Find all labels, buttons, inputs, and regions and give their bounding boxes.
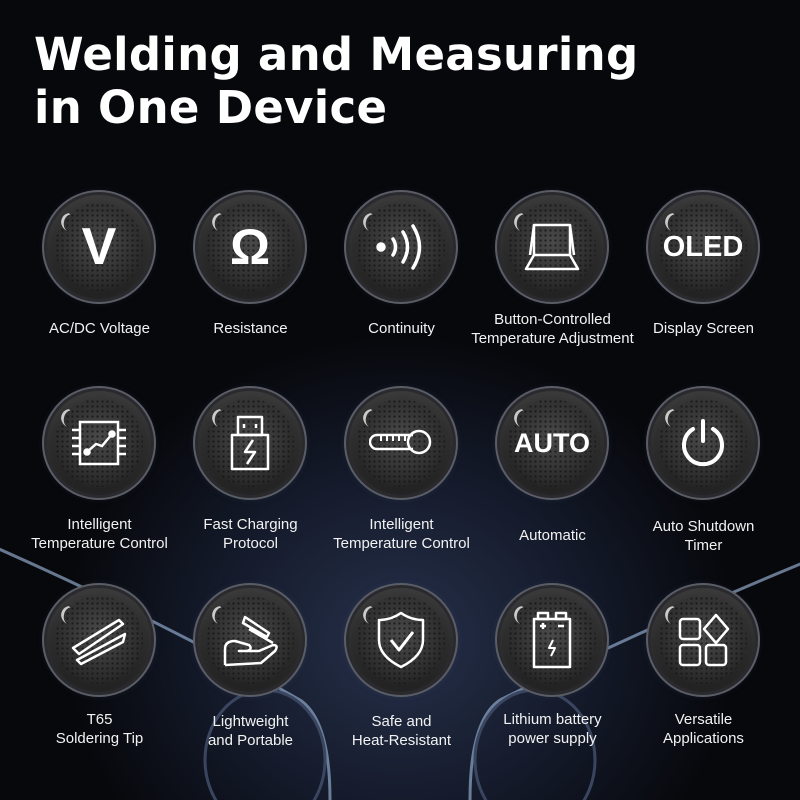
continuity-sound-icon xyxy=(349,195,453,299)
auto-icon: AUTO xyxy=(500,391,604,495)
shield-check-icon xyxy=(349,588,453,692)
soldering-tip-icon xyxy=(47,588,151,692)
feature-ac-dc-voltage: V AC/DC Voltage xyxy=(24,195,175,385)
feature-resistance: Ω Resistance xyxy=(175,195,326,385)
feature-continuity: Continuity xyxy=(326,195,477,385)
power-icon xyxy=(651,391,755,495)
feature-display-screen: OLED Display Screen xyxy=(628,195,779,385)
button-icon xyxy=(500,195,604,299)
battery-icon xyxy=(500,588,604,692)
voltage-v-icon: V xyxy=(47,195,151,299)
feature-label: Continuity xyxy=(368,320,435,337)
chip-temperature-icon xyxy=(47,391,151,495)
ohm-icon: Ω xyxy=(198,195,302,299)
page-title: Welding and Measuring in One Device xyxy=(34,28,639,134)
feature-label: Display Screen xyxy=(653,320,754,337)
usb-charging-icon xyxy=(198,391,302,495)
feature-label: AC/DC Voltage xyxy=(49,320,150,337)
apps-grid-icon xyxy=(651,588,755,692)
hand-lightweight-icon xyxy=(198,588,302,692)
thermometer-icon xyxy=(349,391,453,495)
feature-label: Resistance xyxy=(213,320,288,337)
oled-icon: OLED xyxy=(651,195,755,299)
feature-label: Automatic xyxy=(519,527,586,544)
feature-automatic: AUTO Automatic xyxy=(477,391,628,581)
